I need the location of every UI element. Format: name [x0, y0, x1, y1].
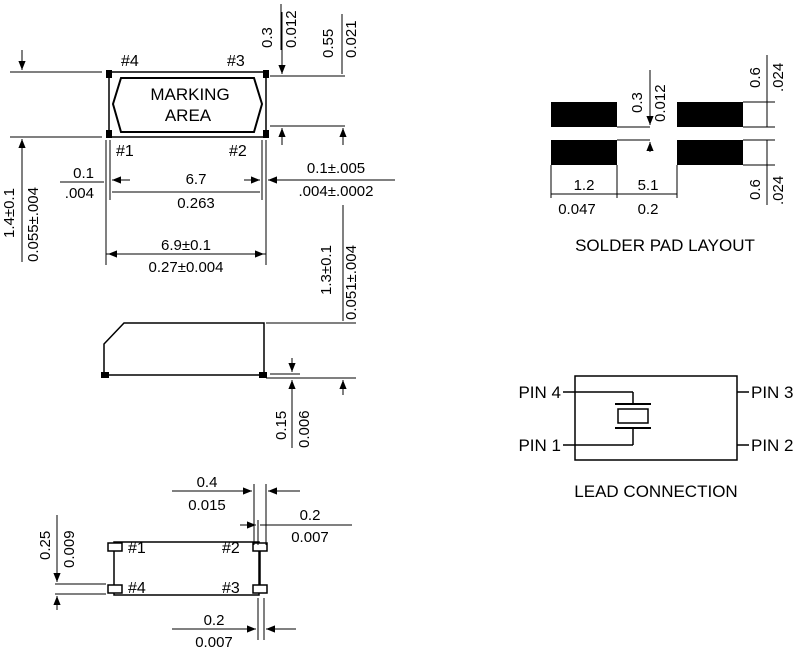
dim-1p3: 1.3±0.1 [318, 245, 335, 295]
top-package-outline [108, 71, 267, 138]
dim-top-0p3: 0.3 [259, 27, 276, 48]
lead-connection-diagram [563, 375, 749, 461]
lead-connection-box [574, 375, 738, 461]
bottom-pin1-label: #1 [128, 540, 146, 557]
pad-dim-0p3: 0.3 [629, 92, 646, 113]
dim-0p4: 0.4 [197, 474, 218, 491]
lead-pin1-label: PIN 1 [518, 436, 561, 455]
pad-dim-0p6-top: 0.6 [747, 67, 764, 88]
dim-0p007-top: 0.007 [291, 529, 329, 546]
dim-top-0p021: 0.021 [343, 20, 360, 58]
pad-dim-5p1: 5.1 [638, 177, 659, 194]
pad-dim-0p012: 0.012 [652, 84, 669, 122]
pad-dim-0p047: 0.047 [558, 201, 596, 218]
crystal-symbol [617, 408, 649, 424]
dim-0p006: 0.006 [296, 410, 313, 448]
dim-0p055: 0.055±.004 [25, 187, 42, 262]
bottom-package-outline [113, 541, 260, 596]
marking-text-2: AREA [165, 106, 212, 125]
dim-0p009: 0.009 [61, 530, 78, 568]
dim-0p2-top: 0.2 [300, 507, 321, 524]
pad-dim-0p2: 0.2 [638, 201, 659, 218]
pad-dim-0p024-top: .024 [770, 63, 787, 92]
pad-top-left [551, 102, 617, 127]
top-pin1-label: #1 [116, 143, 134, 160]
dim-0p004-left: .004 [65, 185, 94, 202]
dim-0p15: 0.15 [273, 411, 290, 440]
top-pin3-label: #3 [227, 53, 245, 70]
side-view [101, 322, 267, 378]
dim-0p007-bottom: 0.007 [195, 634, 233, 650]
dim-6p7: 6.7 [186, 171, 207, 188]
bottom-view [107, 541, 268, 596]
lead-pin2-label: PIN 2 [751, 436, 794, 455]
top-view [106, 70, 269, 138]
solder-pad-layout [550, 55, 775, 205]
pad-dim-0p024-bottom: .024 [770, 176, 787, 205]
side-dimension-lines [266, 205, 356, 395]
dim-0p263: 0.263 [177, 195, 215, 212]
bottom-pin3-label: #3 [222, 580, 240, 597]
dim-0p1-left: 0.1 [73, 165, 94, 182]
dim-0p015: 0.015 [188, 497, 226, 514]
pad-bottom-left [551, 140, 617, 165]
dim-0p004-tol: .004±.0002 [299, 183, 374, 200]
lead-pin3-label: PIN 3 [751, 383, 794, 402]
dim-0p25: 0.25 [37, 531, 54, 560]
pad-dim-1p2: 1.2 [574, 177, 595, 194]
dim-0p27: 0.27±0.004 [149, 259, 224, 276]
pad-dim-0p6-bottom: 0.6 [747, 179, 764, 200]
bottom-dimension-lines [53, 484, 352, 640]
marking-text-1: MARKING [150, 85, 229, 104]
dim-0p051: 0.051±.004 [343, 245, 360, 320]
bottom-pin2-label: #2 [222, 540, 240, 557]
top-pin4-label: #4 [121, 53, 139, 70]
top-dimension-lines [10, 12, 395, 265]
dim-6p9: 6.9±0.1 [161, 237, 211, 254]
pad-top-right [677, 102, 743, 127]
dim-top-0p55: 0.55 [320, 29, 337, 58]
side-package-outline [103, 322, 265, 376]
lead-pin4-label: PIN 4 [518, 383, 561, 402]
solder-pad-title: SOLDER PAD LAYOUT [575, 236, 755, 255]
marking-area-outline [111, 77, 264, 133]
pad-bottom-right [677, 140, 743, 165]
dim-0p2-bottom: 0.2 [204, 612, 225, 629]
bottom-pin4-label: #4 [128, 580, 146, 597]
top-pin2-label: #2 [229, 143, 247, 160]
dim-1p4: 1.4±0.1 [1, 188, 18, 238]
dim-0p1-tol: 0.1±.005 [307, 160, 365, 177]
dim-top-0p012: 0.012 [283, 10, 300, 48]
lead-connection-title: LEAD CONNECTION [574, 482, 737, 501]
